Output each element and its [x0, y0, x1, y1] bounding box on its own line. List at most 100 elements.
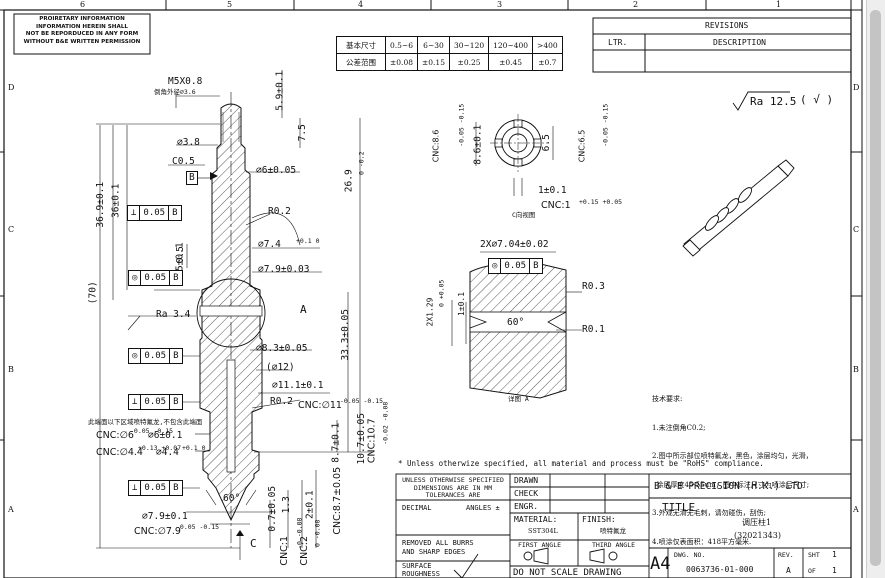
tolerance-cell: ±0.08: [385, 53, 418, 71]
tb-of: 1: [832, 566, 837, 575]
teflon-note: 此端面以下区域喷特氟龙,不包含此端面: [88, 418, 203, 426]
tb-burrs1: REMOVED ALL BURRS: [402, 539, 474, 547]
tb-unless-line: UNLESS OTHERWISE SPECIFIED: [402, 476, 504, 484]
dim-cnc79: CNC:∅7.9: [134, 526, 181, 537]
tb-dwg-no: 0063736-01-000: [686, 565, 754, 574]
dim-cnc2-tol: 0 -0.08: [313, 519, 322, 547]
cview-cnc65: CNC:6.5: [577, 129, 587, 163]
detailA-caption: 详图 A: [508, 395, 529, 403]
perpendicularity-icon: ⊥: [128, 206, 141, 220]
tolerance-cell: ±0.7: [532, 53, 563, 71]
zone-label-top: 3: [497, 0, 503, 9]
fcf-tolerance: 0.05: [141, 395, 171, 409]
tolerance-cell: 基本尺寸: [336, 36, 386, 54]
cview-d65: 6.5: [540, 134, 552, 152]
dim-len87: 8.7±0.1: [330, 422, 342, 463]
dim-cnc2: CNC:2: [299, 535, 311, 566]
fcf-perpendicularity: ⊥ 0.05 B: [128, 480, 183, 496]
tech-req-line: 涂层厚度45-55um，图中标注尺寸为喷涂后尺寸;: [652, 480, 810, 489]
dim-c05: C0.5: [172, 156, 195, 167]
tb-title-label: TITLE: [662, 501, 696, 514]
general-tolerance-table: 基本尺寸 0.5~6 6~30 30~120 120~400 >400 公差范围…: [336, 36, 563, 71]
zone-label-side: A: [8, 505, 14, 514]
dim-len59: 5.9±0.1: [274, 70, 286, 111]
concentricity-icon: ◎: [489, 259, 502, 273]
dim-thread-note: 倒角外径∅3.6: [154, 88, 196, 96]
tolerance-row: 基本尺寸 0.5~6 6~30 30~120 120~400 >400: [336, 36, 563, 54]
dim-d83: ∅8.3±0.05: [256, 343, 308, 354]
fcf-tolerance: 0.05: [141, 349, 171, 363]
scrollbar-thumb[interactable]: [870, 10, 881, 566]
cview-cnc1-tol: +0.15 +0.05: [579, 198, 623, 206]
fcf-datum: B: [173, 483, 179, 493]
revisions-col-desc: DESCRIPTION: [713, 38, 766, 47]
dim-d38: ∅3.8: [177, 137, 200, 148]
dim-len75: 7.5: [296, 124, 308, 142]
datum-c-label: C: [250, 537, 257, 550]
tolerance-cell: ±0.45: [488, 53, 534, 71]
dim-len36: 36±0.1: [110, 183, 122, 218]
tb-part-name: 调压柱1: [742, 518, 772, 527]
proprietary-line: PROIRETARY INFORMATION: [39, 16, 125, 22]
isometric-part: [682, 159, 795, 257]
tolerance-cell: 0.5~6: [385, 36, 418, 54]
detail-a-callout: A: [300, 303, 307, 316]
detailA-d704: 2X∅7.04±0.02: [480, 239, 549, 250]
tolerance-cell: 6~30: [416, 36, 450, 54]
zone-label-top: 5: [227, 0, 233, 9]
zone-label-side: D: [853, 83, 860, 92]
dim-len269-tol: 0 -0.2: [357, 151, 366, 175]
dim-len07: 0.7±0.05: [267, 485, 279, 532]
tech-req-line: 3.外观无滑无毛刺，请勿碰伤，刮伤;: [652, 509, 767, 517]
perpendicularity-icon: ⊥: [129, 395, 142, 409]
fcf-datum: B: [173, 273, 179, 283]
tb-drawn: DRAWN: [514, 476, 539, 485]
fcf-tolerance: 0.05: [501, 259, 531, 273]
dim-d44-tol: +0.1 0: [182, 444, 206, 452]
tolerance-cell: 公差范围: [336, 53, 386, 71]
proprietary-line: WITHOUT B&E WRITTEN PERMISSION: [23, 38, 141, 45]
tb-company: B & E PRECISION (H.K.) LTD: [654, 481, 803, 492]
tb-rev: A: [786, 566, 791, 575]
dim-d74-tol: +0.1 0: [296, 237, 320, 245]
dim-len369: 36.9±0.1: [95, 181, 107, 228]
detailA-ang60: 60°: [507, 317, 525, 328]
dim-ra34: Ra 3.4: [156, 309, 191, 320]
technical-requirements: 技术要求: 1.未注倒角C0.2; 2.图中所示部位喷特氟龙，黑色，涂层均匀，光…: [652, 376, 813, 557]
dim-cnc107: CNC:10.7: [366, 418, 378, 464]
dim-cnc44: CNC:∅4.4: [96, 447, 143, 458]
fcf-datum: B: [172, 208, 178, 218]
zone-label-top: 6: [80, 0, 86, 9]
dim-ang60-main: 60°: [223, 493, 241, 504]
cview-caption: C向视图: [512, 211, 536, 219]
dim-d74: ∅7.4: [258, 239, 281, 250]
tb-size: A4: [650, 554, 671, 574]
detailA-w1: 1±0.1: [457, 291, 467, 317]
proprietary-line: NOT BE REPORDUCED IN ANY FORM: [25, 31, 139, 37]
zone-label-top: 2: [633, 0, 639, 9]
fcf-concentricity: ◎ 0.05 B: [128, 348, 183, 364]
rohs-note: * Unless otherwize specified, all materi…: [398, 459, 764, 468]
tb-surface1: SURFACE: [402, 562, 432, 570]
detailA-w129: 2X1.29: [425, 297, 435, 327]
fcf-tolerance: 0.05: [140, 206, 170, 220]
zone-label-side: B: [8, 365, 14, 374]
zone-label-side: C: [8, 225, 15, 234]
detailA-w129-tol: 0 +0.05: [437, 279, 446, 307]
tb-surface2: ROUGHNESS: [402, 570, 440, 578]
dim-cnc44-tol: +0.13 +0.07: [138, 444, 182, 452]
cview-cnc65-tol: -0.05 -0.15: [601, 103, 610, 147]
tech-req-line: 4.喷涂仅表面积：418平方毫米.: [652, 537, 752, 546]
tolerance-cell: >400: [532, 36, 563, 54]
dim-cnc107-tol: -0.02 -0.08: [381, 401, 390, 445]
tech-req-line: 1.未注倒角C0.2;: [652, 423, 706, 432]
fcf-tolerance: 0.05: [141, 481, 171, 495]
dim-thread: M5X0.8: [168, 76, 203, 87]
tech-req-title: 技术要求:: [652, 395, 683, 403]
proprietary-notice: PROIRETARY INFORMATION INFORMATION HEREI…: [14, 16, 150, 46]
viewer-scrollbar[interactable]: [866, 0, 885, 578]
dim-len107: 10.7±0.05: [355, 413, 367, 465]
tb-decimal: DECIMAL: [402, 504, 432, 512]
tb-burrs2: AND SHARP EDGES: [402, 548, 466, 556]
tolerance-cell: 120~400: [488, 36, 534, 54]
